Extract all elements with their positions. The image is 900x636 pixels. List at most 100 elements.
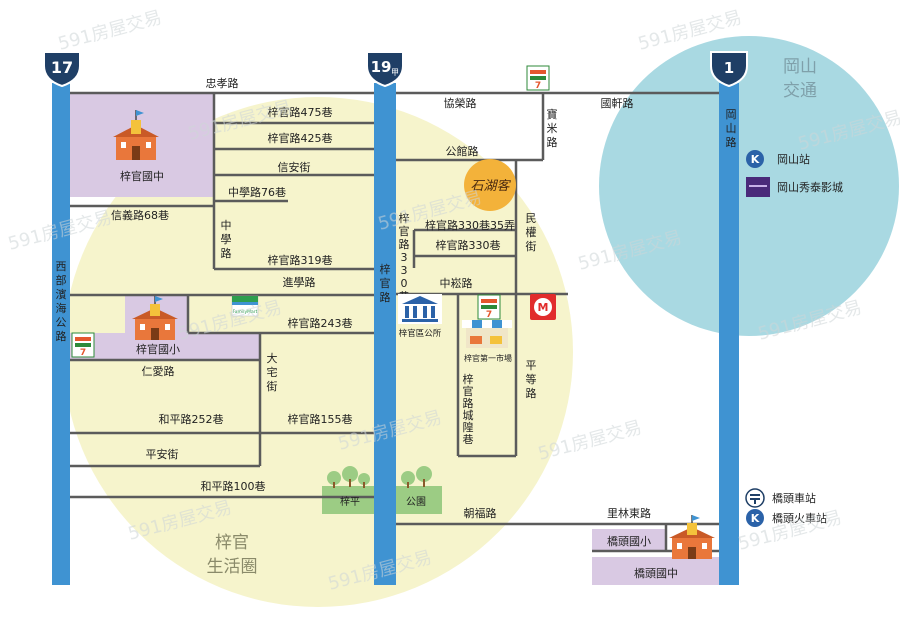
qiaotou-metro-icon: K [746,509,764,527]
road-label-baomi: 寶米路 [547,107,558,149]
road-label-daze: 大宅街 [267,351,278,393]
road-label-gongguan: 公館路 [446,144,479,158]
shihu-brand-text: 石湖客 [470,178,511,194]
district-office-icon [398,294,442,324]
road-label-xinyi68: 信義路68巷 [111,208,169,222]
familymart-text: FamilyMart [233,309,258,315]
qiaotou-metro-letter: K [751,512,760,525]
public-park-label: 公園 [406,496,426,508]
watermark-1: 591房屋交易 [56,7,164,55]
road-label-daze-char: 大 [267,351,278,365]
road-label-baomi-char: 寶 [547,107,558,121]
road-label-gangshan-char: 山 [726,122,737,135]
road-label-chenglong-char: 巷 [463,433,474,446]
road-label-pingdeng: 平等路 [526,359,537,400]
road-label-chenglong-char: 官 [463,384,474,398]
seven-eleven-logo-west: 7 [71,332,95,358]
road-label-zhongxue: 中學路 [221,219,232,260]
public-park-trees [401,466,432,488]
road-label-guoxuan: 國軒路 [601,97,634,110]
ziguan-area-circle [63,97,573,607]
gangshan-area-title-2: 交通 [783,81,817,101]
road-label-ziguan155: 梓官路155巷 [288,412,353,426]
road-label-minquan-char: 民 [526,212,537,225]
road-label-xibu-coastal-char: 西 [56,260,67,273]
market-label: 梓官第一市場 [464,353,512,363]
road-label-ziguan330-vertical-char: 3 [401,264,408,277]
road-label-chenglong-char: 隍 [463,421,474,434]
highway-1-number: 1 [724,59,734,77]
road-label-zhongxue76: 中學路76巷 [228,186,286,199]
road-label-jinxue: 進學路 [283,276,316,289]
road-label-zhongsong: 中崧路 [440,277,473,290]
qiaotou-elem-block [592,529,666,551]
road-label-pingdeng-char: 等 [526,372,537,386]
cinema-icon [746,177,770,197]
road-label-minquan: 民權街 [526,212,537,253]
road-label-pingdeng-char: 平 [526,359,537,372]
road-label-minquan-char: 街 [526,239,537,253]
road-label-ziguan475: 梓官路475巷 [268,105,333,119]
road-label-chaofu: 朝福路 [464,506,497,520]
train-station-icon [745,488,765,508]
road-label-ziguan330-vertical-char: 官 [399,224,410,238]
ziping-park-area [322,486,374,514]
highway-1-shield: 1 [710,51,748,88]
road-label-xibu-coastal-char: 路 [56,330,67,343]
road-label-ziguan425: 梓官路425巷 [268,131,333,145]
road-label-ziguan-char: 路 [380,291,391,304]
ziguan-area-title-1: 梓官 [215,533,249,553]
road-label-zhongxue-char: 中 [221,219,232,232]
seven-eleven-digit-center: 7 [486,310,492,320]
gangshan-cinema-label: 岡山秀泰影城 [777,180,843,194]
ziguan-elem-school-icon [132,296,178,340]
qiaotou-bus-label: 橋頭車站 [772,491,816,505]
road-label-zhongxiao: 忠孝路 [206,77,239,90]
highway-17-shield: 17 [43,51,81,88]
highway-17-road [52,83,70,585]
familymart-logo: FamilyMart [231,295,259,317]
road-label-ziguan319: 梓官路319巷 [268,253,333,267]
road-label-chenglong-char: 路 [463,397,474,410]
road-label-ziguan-char: 官 [380,276,391,290]
ziguan-elem-label: 梓官國小 [136,342,180,356]
highway-19-number: 19 [371,58,392,76]
gangshan-metro-letter: K [751,153,760,166]
qiaotou-elem-label: 橋頭國小 [607,534,651,548]
road-label-xinan: 信安街 [278,160,311,174]
pxmart-letter: M [538,301,549,314]
road-label-ziguan330-35: 梓官路330巷35弄 [425,218,515,232]
gangshan-station-label: 岡山站 [777,152,810,166]
road-label-heping100: 和平路100巷 [201,480,266,493]
gangshan-metro-icon: K [746,150,764,168]
road-label-minquan-char: 權 [526,226,537,239]
road-label-ziguan330-vertical-char: 梓 [399,211,410,225]
highway-1-road [719,83,739,585]
road-label-xibu-coastal-char: 海 [56,301,67,315]
seven-eleven-logo-north: 7 [526,65,550,91]
road-label-daze-char: 街 [267,379,278,393]
road-label-chenglong-char: 梓 [463,372,474,386]
shihu-brand-badge: 石湖客 [464,159,516,211]
gangshan-area-title-1: 岡山 [783,57,817,77]
road-label-xierong: 協榮路 [444,96,477,110]
highway-17-number: 17 [51,58,73,77]
road-label-ziguan-char: 梓 [380,262,391,276]
road-label-ziguan330: 梓官路330巷 [436,238,501,252]
pxmart-logo: M [530,294,556,320]
highway-19-suffix: 甲 [391,68,399,77]
seven-eleven-digit-west: 7 [80,348,86,358]
road-label-xibu-coastal-char: 部 [56,273,67,287]
market-icon [462,320,512,348]
qiaotou-elem-school-icon [669,515,715,559]
road-label-pingan: 平安街 [146,447,179,461]
ziguan-junior-school-icon [113,110,159,160]
highway-19-road [374,83,396,585]
road-label-ziguan330-vertical-char: 路 [399,238,410,251]
district-office-label: 梓官區公所 [399,328,442,339]
ziguan-junior-label: 梓官國中 [120,169,164,183]
seven-eleven-logo-center: 7 [477,294,501,320]
